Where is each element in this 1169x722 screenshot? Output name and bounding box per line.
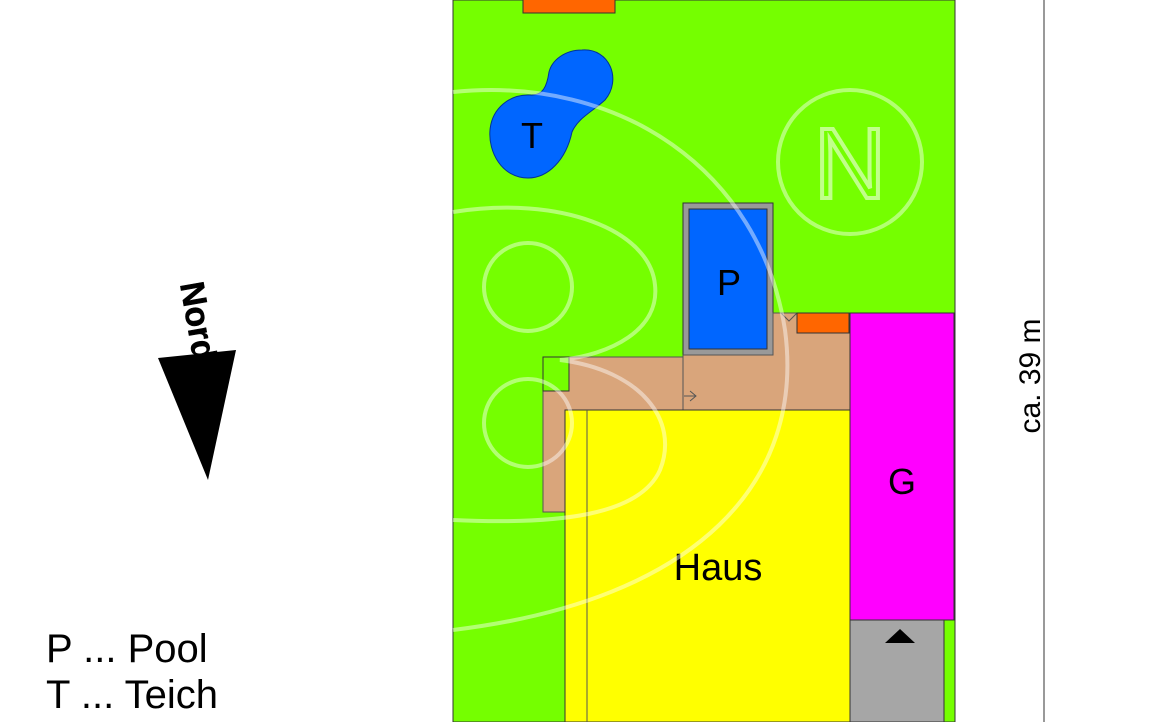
top-orange-strip <box>522 0 616 14</box>
garage-orange-strip <box>796 312 850 334</box>
garage <box>849 312 955 621</box>
legend-item-pond: T ... Teich <box>46 672 218 718</box>
svg-text:N: N <box>814 108 886 220</box>
legend-key: P <box>46 627 72 671</box>
pond-label: T <box>521 115 543 156</box>
legend-separator: ... <box>83 627 117 671</box>
legend-separator: ... <box>80 673 115 717</box>
legend-item-pool: P ... Pool <box>46 626 218 672</box>
compass-watermark-icon: N <box>452 88 924 632</box>
house-outer <box>564 409 851 722</box>
garage-label: G <box>888 461 916 502</box>
driveway-arrow-icon <box>885 629 915 643</box>
step-arrow-2 <box>780 312 798 322</box>
legend-key: T <box>46 673 70 717</box>
dimension-label: ca. 39 m <box>1014 318 1047 433</box>
north-arrow-icon <box>158 350 236 480</box>
legend-text: Teich <box>124 673 218 717</box>
pool-label: P <box>717 262 741 303</box>
step-arrow-1 <box>684 390 697 402</box>
pond-shape <box>489 49 614 179</box>
pool-water <box>688 208 768 350</box>
legend: P ... Pool T ... Teich <box>46 626 218 718</box>
small-green-square <box>542 356 570 392</box>
house-label: Haus <box>674 547 763 589</box>
legend-text: Pool <box>127 627 208 671</box>
